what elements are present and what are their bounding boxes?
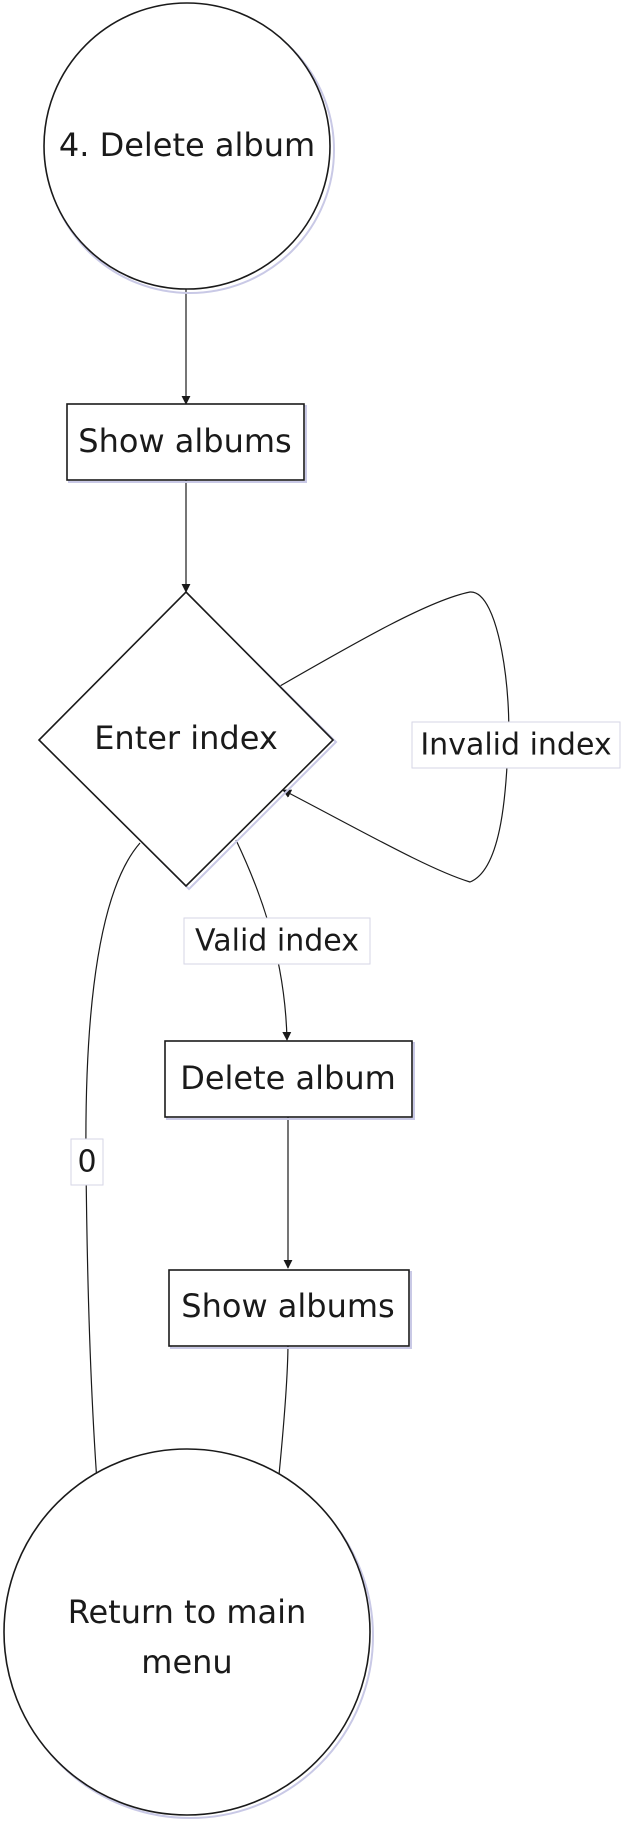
show-albums-node-2: Show albums bbox=[168, 1269, 412, 1349]
edge-label-valid: Valid index bbox=[183, 917, 371, 965]
delete-album-node: Delete album bbox=[164, 1040, 415, 1120]
delete-album-node-label: Delete album bbox=[180, 1059, 396, 1097]
edge-label-zero-text: 0 bbox=[77, 1145, 96, 1180]
return-node-label-line-1: Return to main bbox=[68, 1593, 307, 1631]
edge-label-invalid-text: Invalid index bbox=[420, 728, 611, 763]
enter-index-node: Enter index bbox=[37, 590, 338, 891]
start-node-label: 4. Delete album bbox=[59, 126, 315, 164]
edge-label-valid-text: Valid index bbox=[195, 924, 359, 959]
show-albums-node-1-label: Show albums bbox=[78, 422, 291, 460]
show-albums-node-1: Show albums bbox=[66, 403, 307, 483]
show-albums-node-2-label: Show albums bbox=[181, 1287, 394, 1325]
enter-index-node-label: Enter index bbox=[94, 719, 278, 757]
start-node: 4. Delete album bbox=[43, 2, 335, 294]
return-node-label-line-2: menu bbox=[141, 1643, 232, 1681]
edge-label-invalid: Invalid index bbox=[411, 721, 621, 769]
return-node: Return to main menu bbox=[3, 1448, 374, 1819]
edge-label-zero: 0 bbox=[70, 1138, 104, 1186]
